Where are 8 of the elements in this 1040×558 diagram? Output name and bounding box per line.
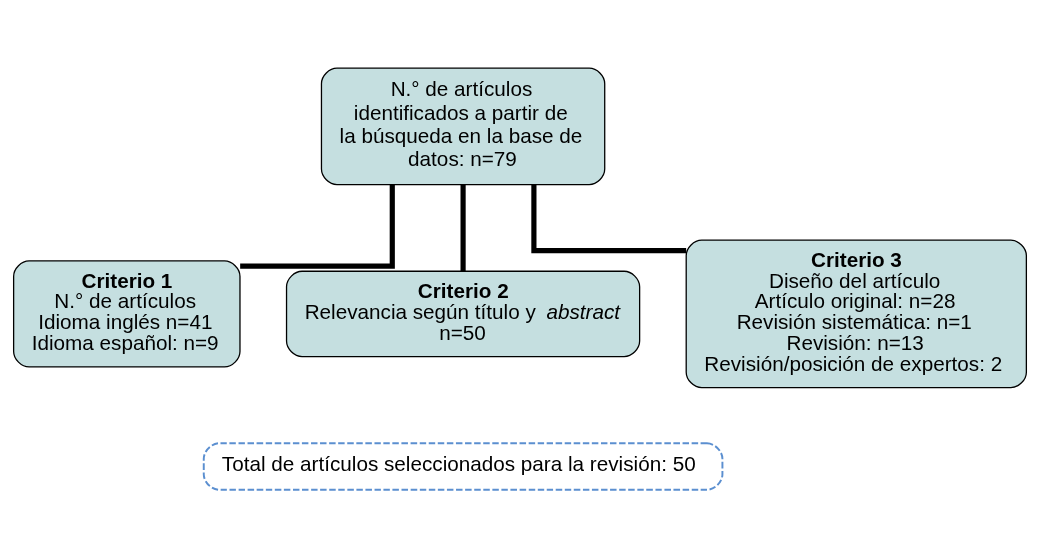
- connector: [240, 184, 395, 269]
- node-box: Criterio 2 Relevancia según título y abstract n=50: [285, 270, 641, 358]
- node-box: Criterio 3 Diseño del artículo Artículo original: n=28 Revisión sistemática: n=1 Revisión: n=13 Revisión/posición de expertos: 2: [685, 239, 1027, 389]
- node-box: N.° de artículos identificados a partir de la búsqueda en la base de datos: n=79: [320, 67, 606, 186]
- connector: [460, 184, 466, 272]
- connector: [531, 184, 687, 254]
- node-box: Criterio 1 N.° de artículos Idioma inglés n=41 Idioma español: n=9: [13, 260, 241, 368]
- node-box: Total de artículos seleccionados para la revisión: 50: [202, 442, 724, 491]
